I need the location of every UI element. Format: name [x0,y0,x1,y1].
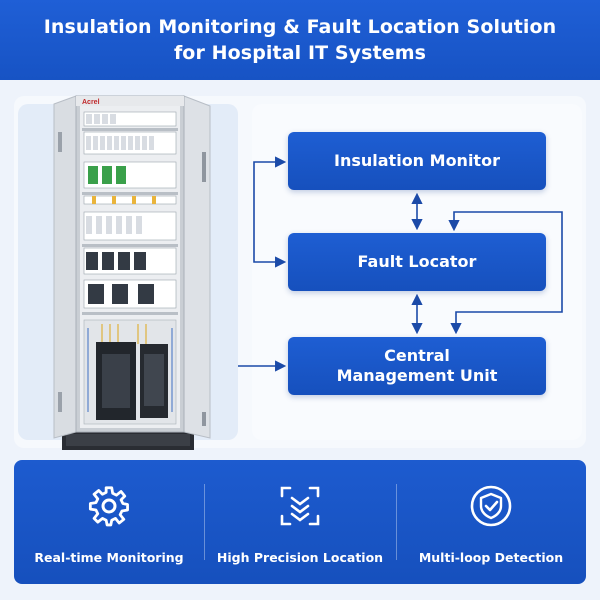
feature-divider [396,484,397,560]
shield-check-icon [470,485,512,527]
header-banner: Insulation Monitoring & Fault Location S… [0,0,600,80]
feature-label: Multi-loop Detection [418,550,564,565]
feature-real-time-monitoring: Real-time Monitoring [14,460,204,584]
insulation-monitor-box: Insulation Monitor [288,132,546,190]
central-management-label-2: Management Unit [336,366,498,385]
brand-logo: Acrel [82,99,100,106]
central-management-box: Central Management Unit [288,337,546,395]
gear-icon [88,486,129,527]
fault-locator-box: Fault Locator [288,233,546,291]
feature-high-precision-location: High Precision Location [204,460,396,584]
fault-locator-label: Fault Locator [357,252,477,271]
central-management-label-1: Central [384,346,450,365]
features-bar: Real-time Monitoring High Precision Loca… [14,460,586,584]
insulation-monitor-label: Insulation Monitor [334,151,500,170]
title-line-2: for Hospital IT Systems [173,42,427,64]
feature-label: Real-time Monitoring [34,550,184,565]
feature-label: High Precision Location [216,550,384,565]
cabinet-image: Acrel [53,95,211,450]
feature-divider [204,484,205,560]
feature-multi-loop-detection: Multi-loop Detection [396,460,586,584]
title-line-1: Insulation Monitoring & Fault Location S… [43,16,557,38]
location-icon [280,486,320,526]
